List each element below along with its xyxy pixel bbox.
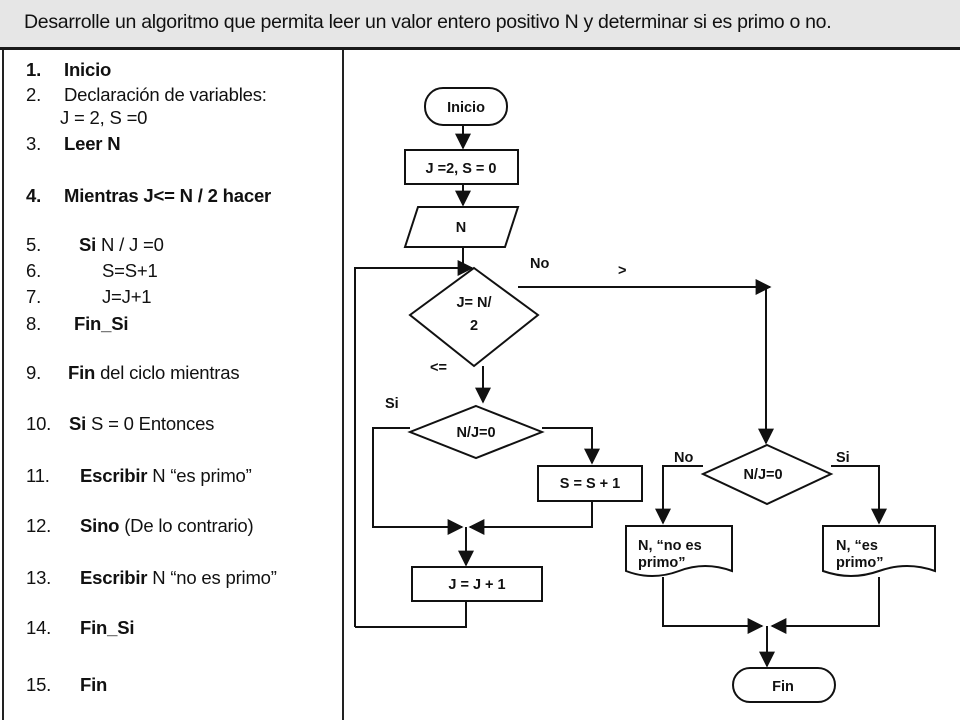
increment-label: J = J + 1 — [448, 577, 505, 593]
input-label: N — [456, 220, 466, 236]
sum-label: S = S + 1 — [560, 476, 620, 492]
loop-back-arrow — [354, 260, 474, 627]
step-keyword: Mientras — [64, 185, 139, 206]
arrow-mod-false-merge — [372, 427, 464, 535]
end-label: Fin — [772, 679, 794, 695]
mod-condition-diamond-left — [407, 404, 545, 460]
step-number: 9. — [26, 362, 42, 383]
step-keyword: Si — [79, 234, 97, 255]
edge-label-si-left: Si — [385, 396, 399, 412]
step-text: J<= N / 2 hacer — [138, 185, 272, 206]
step-number: 10. — [26, 413, 52, 434]
step-text: Declaración de variables: — [64, 84, 267, 105]
step-number: 14. — [26, 617, 52, 638]
step-number: 1. — [26, 59, 42, 80]
step-number: 4. — [26, 185, 42, 206]
step-keyword: Si — [69, 413, 87, 434]
loop-condition-line2: 2 — [470, 318, 478, 334]
header-bar: Desarrolle un algoritmo que permita leer… — [0, 0, 960, 50]
step-text: N “no es primo” — [147, 567, 277, 588]
step-number: 11. — [26, 465, 50, 486]
arrow-output-left-merge — [662, 577, 764, 634]
arrow-output-right-merge — [770, 577, 880, 634]
page-title: Desarrolle un algoritmo que permita leer… — [24, 11, 832, 33]
step-text: J=J+1 — [102, 286, 152, 307]
start-terminal — [424, 87, 508, 126]
edge-label-si-right: Si — [836, 450, 850, 466]
edge-label-no-right: No — [674, 450, 693, 466]
input-parallelogram — [403, 206, 520, 248]
end-terminal — [732, 667, 836, 703]
start-label: Inicio — [447, 100, 485, 116]
edge-label-less-equal: <= — [430, 360, 447, 376]
edge-label-greater: > — [618, 263, 626, 279]
step-number: 5. — [26, 234, 42, 255]
pseudocode-steps: 1. Inicio 2. Declaración de variables: J… — [0, 0, 342, 720]
step-keyword: Escribir — [80, 567, 148, 588]
step-keyword: Sino — [80, 515, 120, 536]
step-keyword: Fin_Si — [80, 617, 135, 638]
step-number: 6. — [26, 260, 42, 281]
loop-condition-diamond — [408, 266, 540, 368]
flowchart: Inicio J =2, S = 0 N J= N/ 2 N/J=0 S = S… — [354, 87, 936, 703]
edge-label-no-top: No — [530, 256, 549, 272]
step-keyword: Leer N — [64, 133, 121, 154]
output-not-prime-document — [625, 525, 733, 577]
output-prime-document — [822, 525, 936, 577]
increment-process-box — [411, 566, 543, 602]
result-condition-label: N/J=0 — [743, 467, 782, 483]
step-number: 3. — [26, 133, 42, 154]
result-condition-diamond — [700, 443, 834, 506]
column-divider — [342, 50, 344, 720]
arrow-result-no — [655, 465, 703, 525]
loop-back-line — [355, 601, 467, 628]
step-continuation: J = 2, S =0 — [60, 107, 148, 128]
step-keyword: Fin — [80, 674, 108, 695]
step-text: S=S+1 — [102, 260, 158, 281]
step-text: (De lo contrario) — [119, 515, 254, 536]
step-keyword: Fin_Si — [74, 313, 129, 334]
sum-process-box — [537, 465, 643, 502]
step-number: 7. — [26, 286, 42, 307]
not-prime-label-line1: N, “no es — [638, 538, 702, 554]
step-number: 13. — [26, 567, 52, 588]
step-number: 8. — [26, 313, 42, 334]
init-label: J =2, S = 0 — [426, 161, 497, 177]
step-text: N “es primo” — [147, 465, 252, 486]
step-text: N / J =0 — [96, 234, 164, 255]
left-border — [2, 50, 4, 720]
step-number: 15. — [26, 674, 52, 695]
prime-label-line2: primo” — [836, 555, 884, 571]
step-text: S = 0 Entonces — [86, 413, 215, 434]
step-number: 2. — [26, 84, 42, 105]
step-number: 12. — [26, 515, 52, 536]
step-keyword: Inicio — [64, 59, 112, 80]
step-keyword: Fin — [68, 362, 96, 383]
prime-label-line1: N, “es — [836, 538, 878, 554]
loop-condition-line1: J= N/ — [456, 295, 491, 311]
arrow-result-si — [831, 465, 887, 525]
arrow-mod-true-to-sum — [542, 427, 600, 465]
not-prime-label-line2: primo” — [638, 555, 686, 571]
step-text: del ciclo mientras — [95, 362, 240, 383]
mod-condition-left-label: N/J=0 — [456, 425, 495, 441]
step-keyword: Escribir — [80, 465, 148, 486]
arrow-sum-merge — [468, 501, 593, 535]
init-process-box — [404, 149, 519, 185]
